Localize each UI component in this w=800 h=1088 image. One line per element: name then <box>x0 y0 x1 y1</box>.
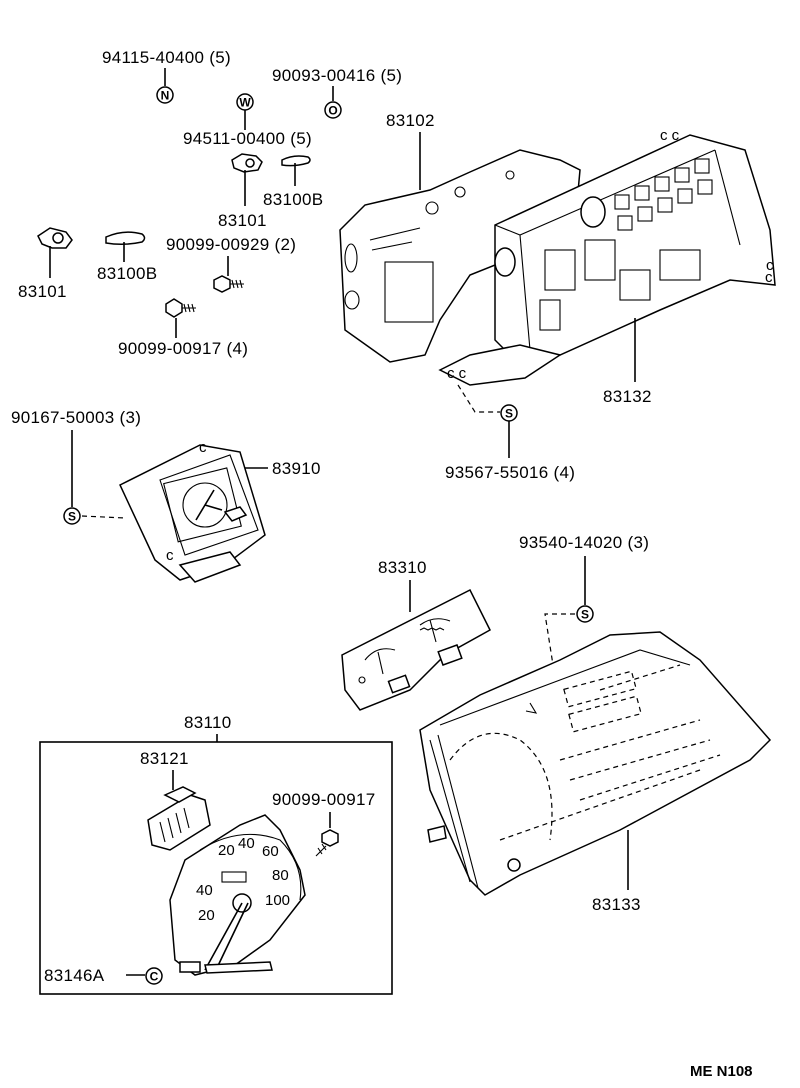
svg-text:100: 100 <box>265 892 290 909</box>
screw-s-housing-icon: S <box>500 404 518 422</box>
label-93567-55016: 93567-55016 (4) <box>445 463 575 482</box>
clip-o-icon: O <box>324 101 342 119</box>
screw-upper-icon <box>213 275 244 293</box>
nut-n-icon: N <box>156 86 174 104</box>
label-83101-upper: 83101 <box>218 211 267 230</box>
svg-text:c: c <box>199 439 207 456</box>
svg-text:20: 20 <box>198 907 215 924</box>
speedometer-group-box <box>39 741 393 995</box>
label-83132: 83132 <box>603 387 652 406</box>
label-83910: 83910 <box>272 459 321 478</box>
label-90167-50003: 90167-50003 (3) <box>11 408 141 427</box>
odometer-83121 <box>147 786 211 851</box>
svg-text:S: S <box>505 407 513 421</box>
bulb-socket-upper-icon <box>231 153 263 173</box>
bulb-upper-icon <box>281 155 311 167</box>
svg-text:S: S <box>581 608 589 622</box>
label-90099-00917: 90099-00917 <box>272 790 376 809</box>
svg-text:S: S <box>68 510 76 524</box>
svg-text:20: 20 <box>218 842 235 859</box>
label-83102: 83102 <box>386 111 435 130</box>
screw-speedo-icon <box>315 829 339 857</box>
label-83121: 83121 <box>140 749 189 768</box>
svg-text:O: O <box>328 104 337 118</box>
svg-text:C: C <box>150 970 159 984</box>
meter-lens-83133 <box>419 631 772 896</box>
label-90093-00416: 90093-00416 (5) <box>272 66 402 85</box>
svg-text:60: 60 <box>262 843 279 860</box>
clock-83910: c c <box>119 439 266 583</box>
speedometer-83110: 20 40 60 80 100 40 20 <box>169 814 306 976</box>
label-90099-00917-4: 90099-00917 (4) <box>118 339 248 358</box>
leader-90167-dashed <box>81 515 126 519</box>
screw-s-clock-icon: S <box>63 507 81 525</box>
bulb-left-icon <box>105 231 146 246</box>
diagram-code: ME N108 <box>690 1063 753 1080</box>
svg-text:c: c <box>166 547 174 564</box>
screw-s-cover-icon: S <box>576 605 594 623</box>
meter-housing-83102: c c c c c c <box>339 127 776 386</box>
label-83110: 83110 <box>184 713 232 732</box>
label-83310: 83310 <box>378 558 427 577</box>
label-83101-left: 83101 <box>18 282 67 301</box>
leader-93540-dashed <box>544 613 575 666</box>
svg-text:40: 40 <box>196 882 213 899</box>
label-83100b-upper: 83100B <box>263 190 323 209</box>
label-83100b-left: 83100B <box>97 264 157 283</box>
fuel-temp-gauge-83310 <box>341 588 491 711</box>
clip-c-icon: C <box>145 967 163 985</box>
svg-text:c c: c c <box>660 127 680 144</box>
bulb-socket-left-icon <box>37 227 73 249</box>
svg-text:40: 40 <box>238 835 255 852</box>
svg-text:80: 80 <box>272 867 289 884</box>
label-94115-40400: 94115-40400 (5) <box>102 48 231 67</box>
label-83146a: 83146A <box>44 966 105 985</box>
svg-text:c: c <box>766 257 774 274</box>
label-83133: 83133 <box>592 895 641 914</box>
label-90099-00929: 90099-00929 (2) <box>166 235 296 254</box>
svg-text:N: N <box>161 89 170 103</box>
label-93540-14020: 93540-14020 (3) <box>519 533 649 552</box>
label-94511-00400: 94511-00400 (5) <box>183 129 312 148</box>
washer-w-icon: W <box>236 93 254 111</box>
svg-text:c: c <box>765 269 773 286</box>
leader-93567-dashed <box>457 384 500 413</box>
svg-text:c c: c c <box>447 365 467 382</box>
svg-text:W: W <box>239 96 251 110</box>
screw-lower-icon <box>165 298 196 318</box>
